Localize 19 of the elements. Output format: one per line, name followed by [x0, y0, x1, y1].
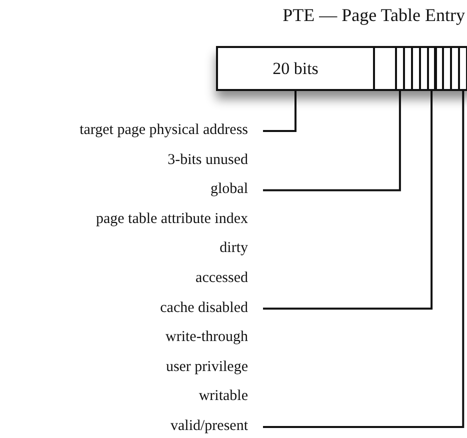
leader-line [263, 91, 464, 428]
leader-line [263, 91, 433, 310]
field-label: global [210, 180, 248, 198]
diagram-title: PTE — Page Table Entry [282, 5, 465, 26]
field-label: write-through [166, 328, 248, 346]
field-label: user privilege [166, 358, 248, 376]
leader-line [263, 91, 401, 192]
leader-line [263, 91, 296, 132]
bit-cell [458, 46, 467, 91]
field-label: valid/present [170, 417, 248, 435]
field-label: cache disabled [160, 298, 248, 317]
bit-cell [373, 46, 397, 91]
field-label: writable [198, 387, 248, 406]
field-label: page table attribute index [96, 210, 248, 228]
field-label: accessed [196, 269, 248, 287]
field-label: target page physical address [80, 121, 248, 139]
field-cell: 20 bits [216, 46, 375, 91]
field-label: dirty [220, 239, 248, 258]
field-label: 3-bits unused [168, 150, 248, 169]
